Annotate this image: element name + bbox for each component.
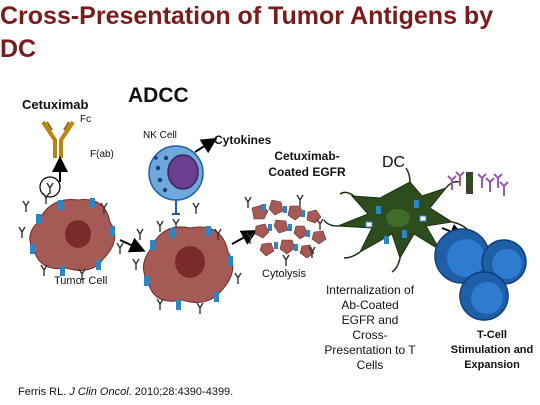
fab-label: F(ab) <box>90 149 114 160</box>
cytokines-label: Cytokines <box>214 133 272 147</box>
citation-journal: J Clin Oncol <box>69 386 129 398</box>
coated-egfr-label: Cetuximab-Coated EGFR <box>268 149 346 179</box>
cetuximab-label: Cetuximab <box>22 97 89 112</box>
citation: Ferris RL. J Clin Oncol. 2010;28:4390-43… <box>18 386 233 398</box>
internalization-label: Internalization of Ab-Coated EGFR and Cr… <box>324 283 416 372</box>
tumor-cell-label: Tumor Cell <box>54 275 108 287</box>
mhc-tcr-icon <box>447 171 509 196</box>
citation-author: Ferris RL. <box>18 386 70 398</box>
fc-label: Fc <box>80 114 92 125</box>
arrow-to-adcc <box>119 237 146 253</box>
cytolysis-receptors <box>262 204 310 251</box>
adcc-label: ADCC <box>128 84 189 107</box>
dc-label: DC <box>382 154 406 171</box>
t-cells <box>434 228 527 321</box>
nk-cell <box>148 145 204 231</box>
cytokines-arrow <box>194 137 218 154</box>
nk-cell-label: NK Cell <box>143 130 177 141</box>
tumor-cell-1 <box>18 192 124 281</box>
slide-title: Cross-Presentation of Tumor Antigens by … <box>0 2 494 63</box>
citation-rest: . 2010;28:4390-4399. <box>128 386 234 398</box>
cytolysis-label: Cytolysis <box>262 268 307 280</box>
arrow-to-cytolysis <box>231 230 258 245</box>
tcell-stimulation-label: T-Cell Stimulation and Expansion <box>450 329 534 371</box>
tumor-cell-2 <box>132 220 242 315</box>
cetuximab-antibody-icon <box>41 120 75 158</box>
